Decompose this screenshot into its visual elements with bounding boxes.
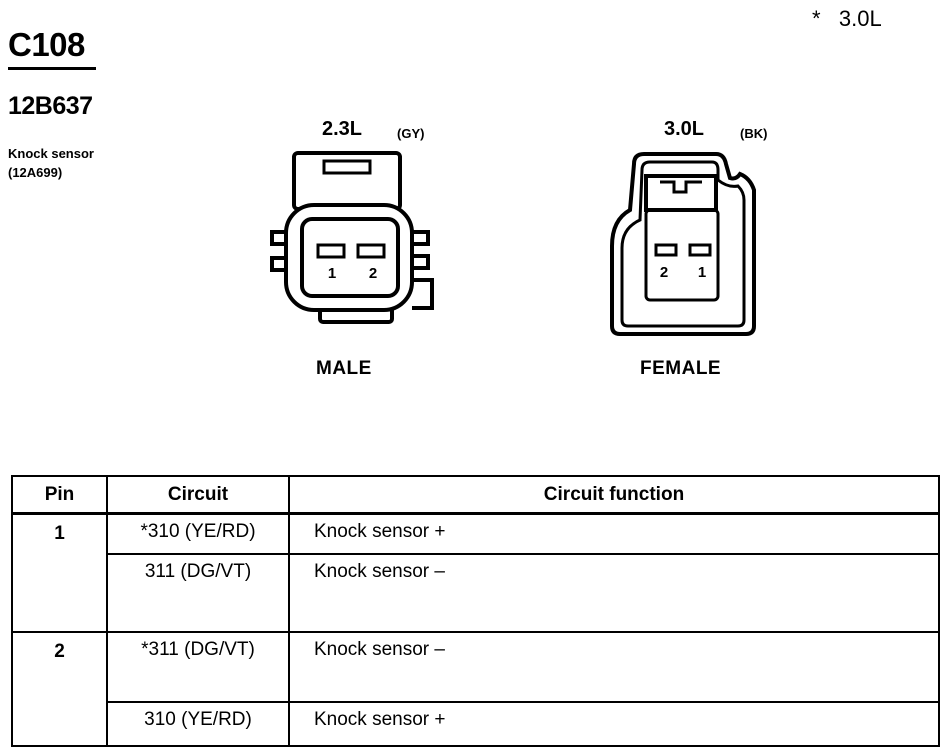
female-color-code: (BK) [740, 126, 768, 141]
table-row: 2 *311 (DG/VT) Knock sensor – [11, 631, 940, 747]
female-pin-number-2: 2 [660, 264, 668, 281]
circuit-cell: 311 (DG/VT) [106, 553, 290, 633]
header-circuit: Circuit [106, 475, 290, 515]
male-engine-label: 2.3L [322, 118, 363, 140]
table-row: 310 (YE/RD) Knock sensor + [12, 701, 940, 747]
female-gender-label: FEMALE [640, 358, 722, 379]
male-pin-number-2: 2 [369, 265, 377, 282]
male-pin-number-1: 1 [328, 265, 336, 282]
pin-cell: 2 [11, 631, 108, 747]
table-row: 311 (DG/VT) Knock sensor – [12, 553, 940, 633]
part-number: 12B637 [8, 92, 93, 120]
description-line-2: (12A699) [8, 165, 63, 180]
function-cell: Knock sensor – [288, 553, 940, 633]
function-cell: Knock sensor + [288, 701, 940, 747]
circuit-cell: *311 (DG/VT) [106, 631, 290, 703]
header-pin: Pin [11, 475, 108, 515]
function-cell: Knock sensor – [288, 631, 940, 703]
female-connector-diagram: 2 1 [610, 152, 756, 336]
male-color-code: (GY) [397, 126, 425, 141]
male-gender-label: MALE [316, 358, 372, 379]
header-circuit-function: Circuit function [288, 475, 940, 515]
title-underline [8, 67, 96, 70]
pin-cell: 1 [11, 512, 108, 633]
pinout-table: Pin Circuit Circuit function 1 *310 (YE/… [11, 475, 940, 747]
description-line-1: Knock sensor [8, 146, 94, 161]
function-cell: Knock sensor + [288, 512, 940, 555]
engine-footnote: * 3.0L [812, 6, 882, 31]
table-row: 1 *310 (YE/RD) Knock sensor + [11, 512, 940, 633]
female-pin-number-1: 1 [698, 264, 706, 281]
connector-id-title: C108 [8, 26, 85, 63]
circuit-cell: 310 (YE/RD) [106, 701, 290, 747]
circuit-cell: *310 (YE/RD) [106, 512, 290, 555]
female-engine-label: 3.0L [664, 118, 705, 140]
component-description: Knock sensor (12A699) [8, 144, 94, 182]
table-header-row: Pin Circuit Circuit function [11, 475, 940, 515]
male-connector-diagram: 1 2 [270, 151, 434, 324]
